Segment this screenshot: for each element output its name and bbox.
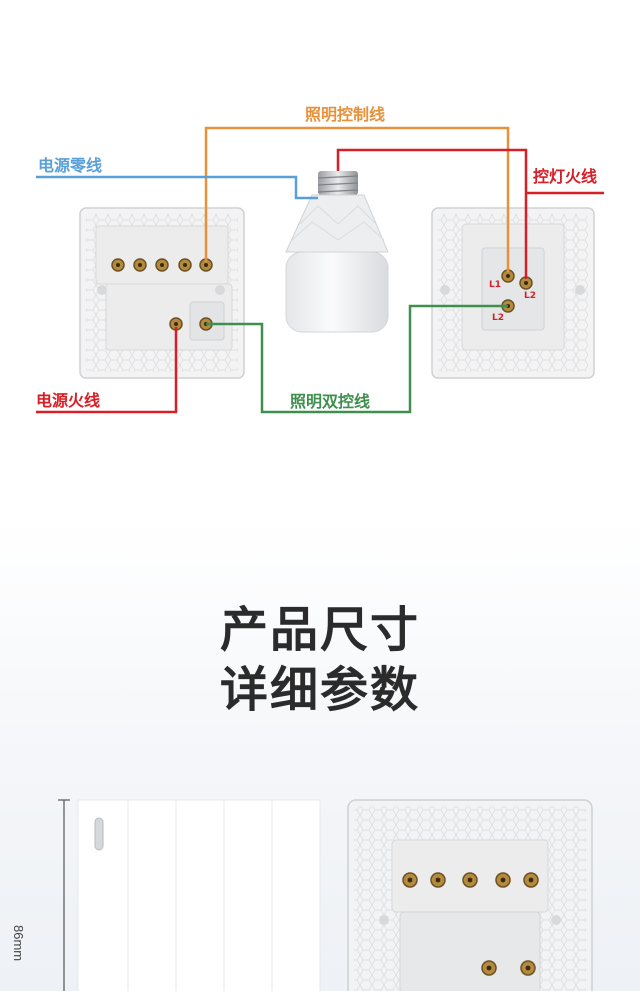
section-heading-line1: 产品尺寸 (219, 602, 420, 658)
lamp-live-wire-label: 控灯火线 (533, 167, 598, 186)
switch-back-panel (347, 799, 593, 991)
lighting-control-wire-label: 照明控制线 (305, 105, 386, 124)
lighting-control-wire (204, 126, 510, 272)
dual-control-wire (206, 304, 508, 414)
left-switch-back (79, 207, 245, 379)
power-live-wire (36, 327, 178, 414)
terminal-l2-right-label: L2 (524, 291, 536, 301)
terminal-l2-bottom-label: L2 (492, 313, 504, 323)
dimension-marker (58, 799, 70, 991)
terminal-l1-label: L1 (489, 280, 501, 290)
dimension-height-label: 86mm (11, 925, 26, 962)
power-live-wire-label: 电源火线 (36, 391, 101, 410)
section-heading-line2: 详细参数 (219, 662, 420, 718)
wires (36, 126, 604, 414)
neutral-wire (36, 175, 318, 200)
lamp-live-wire (336, 148, 528, 279)
switch-front-panel (77, 799, 321, 991)
light-bulb (285, 171, 389, 333)
neutral-wire-label: 电源零线 (38, 156, 103, 175)
indicator-light (94, 817, 104, 851)
right-switch-back: L1 L2 L2 (431, 207, 595, 379)
dual-control-wire-label: 照明双控线 (290, 392, 371, 411)
